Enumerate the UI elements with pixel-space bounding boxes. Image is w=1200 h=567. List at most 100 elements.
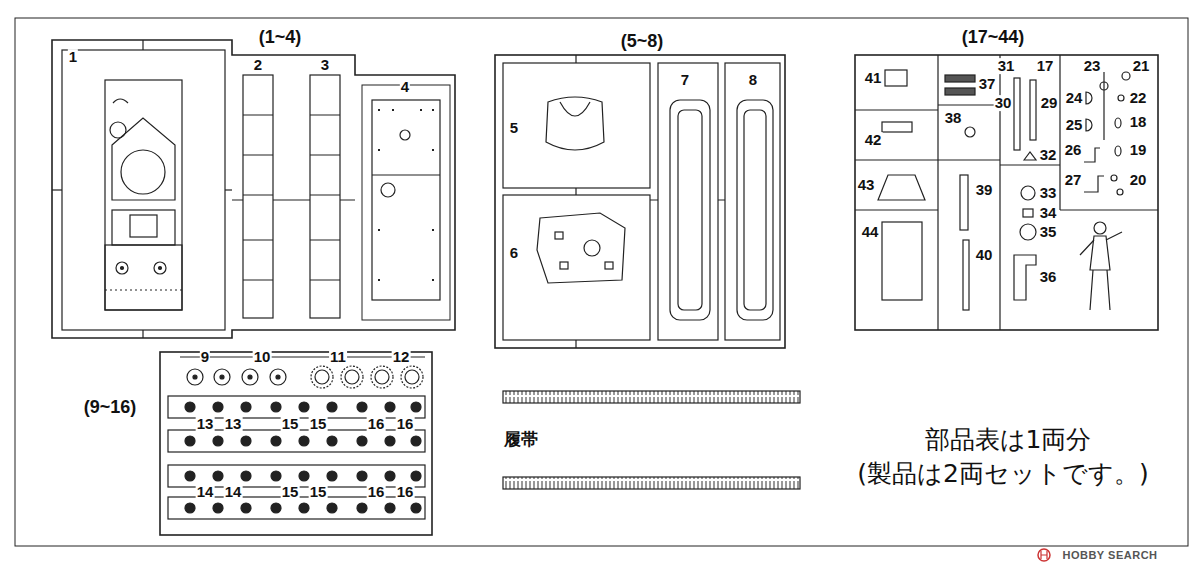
sprue-c <box>855 55 1158 330</box>
road-wheel-part <box>185 471 421 481</box>
part-number: 14 <box>196 484 215 500</box>
part-number: 33 <box>1039 185 1058 201</box>
sprue-b <box>725 63 780 340</box>
sprue-c <box>855 55 1158 330</box>
sprue-d <box>168 497 425 519</box>
part-number: 9 <box>200 349 210 365</box>
watermark-logo <box>1041 551 1047 559</box>
part-number: 4 <box>400 79 410 95</box>
sprue-d <box>160 352 432 535</box>
sprue-b <box>495 55 785 348</box>
part-number: 23 <box>1083 58 1102 74</box>
part-number: 38 <box>944 110 963 126</box>
track-guard-part <box>670 100 710 320</box>
part-number: 44 <box>861 224 880 240</box>
sprue-d <box>180 356 425 357</box>
wheel-part <box>371 366 393 388</box>
part-number: 20 <box>1129 172 1148 188</box>
part-number: 29 <box>1040 95 1059 111</box>
sprue-c <box>882 222 922 300</box>
hull-part <box>105 80 182 310</box>
sprue-b <box>658 63 718 340</box>
sprue-heading: (5~8) <box>619 32 666 52</box>
part-number: 16 <box>367 484 386 500</box>
part-number: 15 <box>309 484 328 500</box>
hull-part <box>113 99 128 103</box>
track-guard-part <box>737 100 773 320</box>
sprue-a <box>52 40 455 338</box>
hull-part <box>112 118 175 200</box>
note-text: 部品表は1両分 <box>925 427 1092 453</box>
track-guard-part <box>678 110 702 310</box>
sprue-heading: (17~44) <box>960 28 1027 48</box>
sprue-c <box>1115 118 1121 128</box>
hull-part <box>116 262 128 274</box>
track-label: 履帯 <box>504 431 538 449</box>
sprue-b <box>576 55 725 348</box>
sprue-c <box>1100 82 1108 90</box>
road-wheel-part <box>271 402 281 412</box>
sprue-c <box>963 240 969 310</box>
hull-part <box>130 215 157 237</box>
part-number: 13 <box>196 416 215 432</box>
part-number: 11 <box>329 349 347 365</box>
part-number: 27 <box>1064 172 1083 188</box>
part-number: 26 <box>1064 142 1083 158</box>
sprue-c <box>1021 186 1035 200</box>
road-wheel-part <box>185 436 421 446</box>
hull-part <box>121 150 165 194</box>
sprue-c <box>960 175 968 230</box>
sprue-c <box>945 88 975 95</box>
part-number: 13 <box>224 416 243 432</box>
sprue-d <box>168 430 425 452</box>
part-number: 14 <box>224 484 243 500</box>
note-text: (製品は2両セットです。) <box>857 461 1148 487</box>
part-number: 2 <box>253 57 263 73</box>
part-number: 31 <box>997 58 1016 74</box>
part-number: 43 <box>857 177 876 193</box>
side-strip-part <box>310 115 340 280</box>
sprue-c <box>1014 255 1036 300</box>
part-number: 1 <box>68 49 78 65</box>
deck-plate-part <box>372 100 440 300</box>
part-number: 32 <box>1039 147 1058 163</box>
sprue-c <box>1122 72 1130 80</box>
part-number: 15 <box>281 416 300 432</box>
part-number: 15 <box>309 416 328 432</box>
part-number: 7 <box>680 72 690 88</box>
sprue-heading: (1~4) <box>257 28 304 48</box>
part-number: 25 <box>1065 117 1084 133</box>
part-number: 21 <box>1132 58 1151 74</box>
part-number: 30 <box>994 95 1013 111</box>
wheel-part <box>193 375 197 379</box>
road-wheel-part <box>411 402 421 412</box>
side-strip-part <box>243 75 273 318</box>
part-number: 6 <box>509 245 519 261</box>
road-wheel-part <box>185 402 421 412</box>
sprue-d <box>160 352 432 535</box>
sprue-c <box>1084 176 1104 192</box>
part-number: 18 <box>1129 114 1148 130</box>
watermark-logo <box>1038 549 1050 561</box>
page-border <box>15 18 1188 546</box>
part-number: 22 <box>1129 90 1148 106</box>
wheel-part <box>220 375 224 379</box>
sprue-c <box>1030 80 1036 140</box>
wheel-part <box>315 370 329 384</box>
part-number: 35 <box>1039 224 1058 240</box>
part-number: 39 <box>975 182 994 198</box>
track-strip <box>503 477 800 489</box>
engine-deck-part <box>555 232 563 239</box>
road-wheel-part <box>385 402 395 412</box>
crew-figure <box>1094 222 1106 234</box>
side-strip-part <box>243 115 273 280</box>
part-number: 10 <box>253 349 272 365</box>
deck-plate-part <box>400 130 410 140</box>
turret-part <box>546 97 604 150</box>
hull-part <box>105 80 182 310</box>
turret-part <box>560 102 590 116</box>
turret-part <box>546 97 604 150</box>
sprue-b <box>495 55 785 348</box>
sprue-frame: (5~8) <box>495 55 785 348</box>
